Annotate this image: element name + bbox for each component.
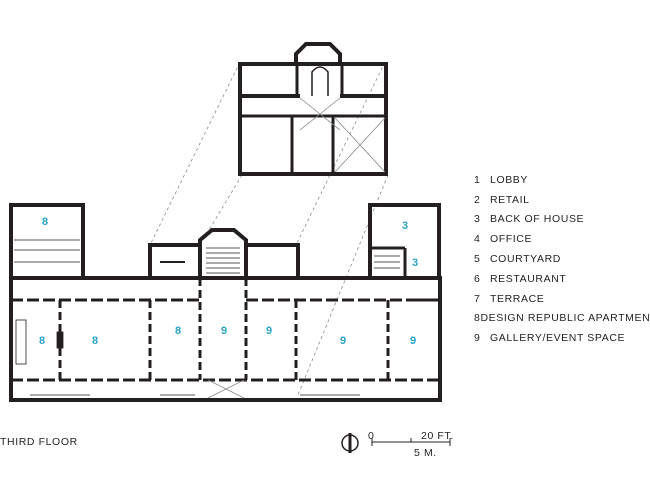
legend-label: RETAIL: [490, 193, 530, 206]
legend-label: BACK OF HOUSE: [490, 213, 585, 226]
legend-label: OFFICE: [490, 233, 533, 246]
details: [14, 239, 400, 399]
scale-start-label: 0: [368, 430, 375, 442]
legend-item: 3 BACK OF HOUSE: [474, 210, 650, 230]
floor-label: THIRD FLOOR: [0, 436, 78, 448]
room-label: 9: [410, 335, 416, 347]
room-label: 9: [266, 325, 272, 337]
legend-number: 1: [474, 173, 481, 186]
legend-item: 9 GALLERY/EVENT SPACE: [474, 328, 650, 348]
legend: 1 LOBBY 2 RETAIL 3 BACK OF HOUSE 4 OFFICE 5 COURT…: [474, 170, 650, 348]
legend-number: 7: [474, 292, 481, 305]
legend-label: RESTAURANT: [490, 272, 567, 285]
north-arrow-icon: [341, 433, 359, 453]
legend-item: 5 COURTYARD: [474, 249, 650, 269]
legend-number: 6: [474, 272, 481, 285]
room-label: 9: [340, 335, 346, 347]
room-labels: 8 3 3 8 8 8 9 9 9 9: [39, 216, 418, 347]
legend-label: COURTYARD: [490, 253, 561, 266]
legend-number: 9: [474, 332, 481, 345]
legend-number: 3: [474, 213, 481, 226]
legend-label: LOBBY: [490, 173, 529, 186]
legend-item: 7 TERRACE: [474, 289, 650, 309]
legend-number: 5: [474, 253, 481, 266]
legend-item: 6 RESTAURANT: [474, 269, 650, 289]
legend-number: 4: [474, 233, 481, 246]
room-label: 9: [221, 325, 227, 337]
room-label: 8: [92, 335, 98, 347]
legend-label: GALLERY/EVENT SPACE: [490, 332, 626, 345]
scale-bar: [371, 438, 451, 446]
legend-item: 1 LOBBY: [474, 170, 650, 190]
room-label: 8: [39, 335, 45, 347]
projection-lines: [149, 61, 389, 396]
legend-number: 8: [474, 312, 481, 325]
room-label: 8: [175, 325, 181, 337]
legend-number: 2: [474, 193, 481, 206]
room-label: 8: [42, 216, 48, 228]
room-label: 3: [402, 220, 408, 232]
room-label: 3: [412, 257, 418, 269]
main-floor-walls: [9, 203, 442, 402]
scale-meters-label: 5 M.: [414, 447, 437, 459]
legend-item: 4 OFFICE: [474, 229, 650, 249]
legend-label: TERRACE: [490, 292, 545, 305]
legend-item: 2 RETAIL: [474, 190, 650, 210]
upper-volume: [238, 42, 388, 176]
legend-label: DESIGN REPUBLIC APARTMENT: [480, 312, 650, 325]
scale-feet-label: 20 FT.: [421, 430, 454, 442]
